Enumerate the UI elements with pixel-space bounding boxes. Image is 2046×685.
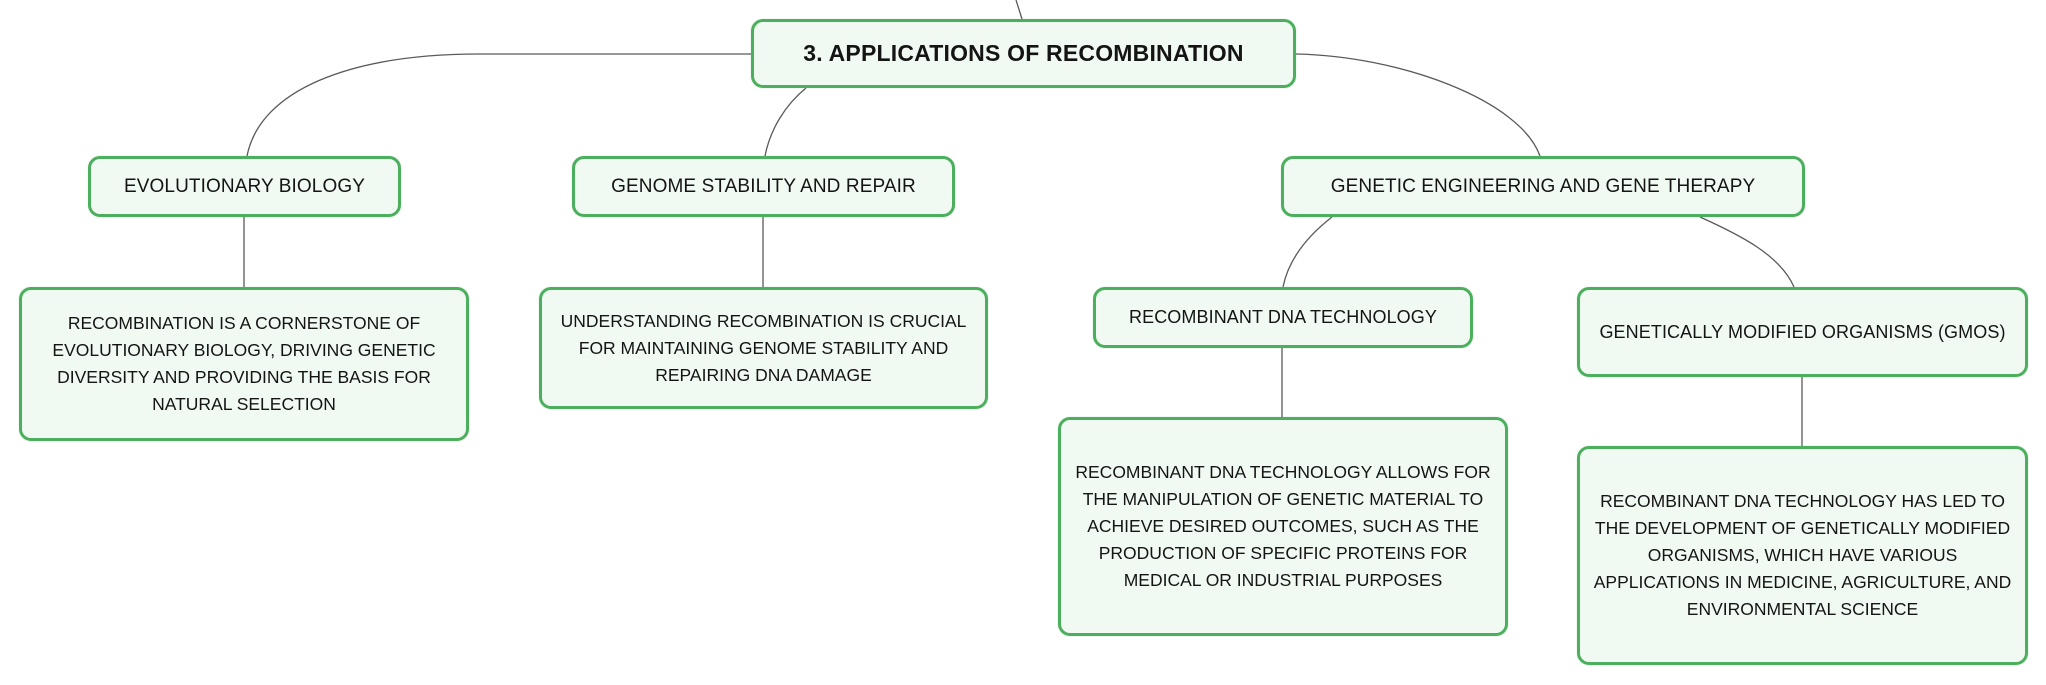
node-gmo-description[interactable]: RECOMBINANT DNA TECHNOLOGY HAS LED TO TH…	[1577, 446, 2028, 665]
node-description-text: RECOMBINANT DNA TECHNOLOGY ALLOWS FOR TH…	[1075, 462, 1491, 590]
node-label: GENOME STABILITY AND REPAIR	[611, 175, 916, 197]
connector-root-to-genome-stability	[764, 87, 807, 157]
node-evolutionary-biology[interactable]: EVOLUTIONARY BIOLOGY	[88, 156, 401, 217]
node-genome-stability-and-repair[interactable]: GENOME STABILITY AND REPAIR	[572, 156, 955, 217]
node-description-text: RECOMBINATION IS A CORNERSTONE OF EVOLUT…	[52, 313, 436, 414]
connector-genetic-engineering-to-gmo	[1699, 216, 1795, 288]
node-description-text: RECOMBINANT DNA TECHNOLOGY HAS LED TO TH…	[1593, 491, 2012, 619]
node-genome-stability-description[interactable]: UNDERSTANDING RECOMBINATION IS CRUCIAL F…	[539, 287, 988, 409]
connector-root-to-genetic-engineering	[1295, 53, 1541, 157]
connector-root-to-evolutionary-biology	[246, 53, 751, 157]
node-label: GENETIC ENGINEERING AND GENE THERAPY	[1330, 175, 1756, 197]
node-recombinant-dna-description[interactable]: RECOMBINANT DNA TECHNOLOGY ALLOWS FOR TH…	[1058, 417, 1508, 636]
node-label: RECOMBINANT DNA TECHNOLOGY	[1129, 307, 1437, 327]
node-genetically-modified-organisms[interactable]: GENETICALLY MODIFIED ORGANISMS (GMOS)	[1577, 287, 2028, 377]
connector-parent-to-root	[1015, 0, 1023, 20]
node-label: GENETICALLY MODIFIED ORGANISMS (GMOS)	[1599, 321, 2006, 342]
root-node[interactable]: 3. APPLICATIONS OF RECOMBINATION	[751, 19, 1296, 88]
node-label: EVOLUTIONARY BIOLOGY	[124, 175, 365, 197]
node-recombinant-dna-technology[interactable]: RECOMBINANT DNA TECHNOLOGY	[1093, 287, 1473, 348]
root-node-label: 3. APPLICATIONS OF RECOMBINATION	[803, 40, 1244, 66]
node-genetic-engineering-and-gene-therapy[interactable]: GENETIC ENGINEERING AND GENE THERAPY	[1281, 156, 1805, 217]
connector-genetic-engineering-to-recombinant-dna	[1282, 216, 1333, 288]
node-description-text: UNDERSTANDING RECOMBINATION IS CRUCIAL F…	[560, 310, 967, 385]
node-evolutionary-biology-description[interactable]: RECOMBINATION IS A CORNERSTONE OF EVOLUT…	[19, 287, 469, 441]
